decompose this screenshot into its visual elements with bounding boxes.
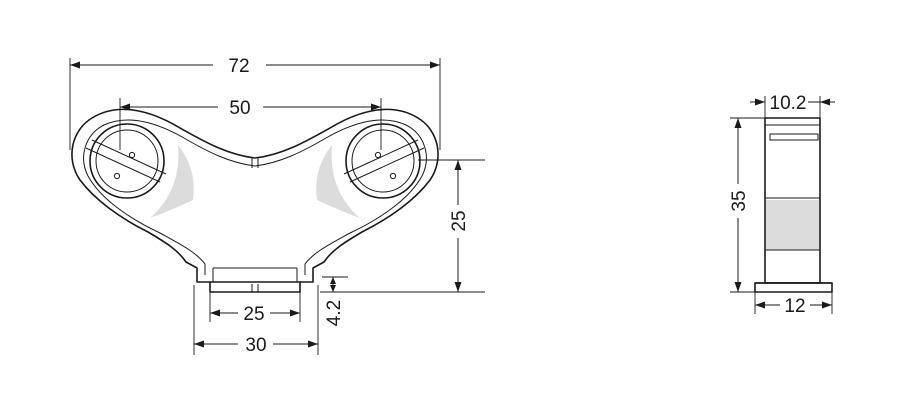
- dim-base-outer-width: 30: [193, 285, 319, 356]
- dim-base-inner-width: 25: [209, 292, 301, 325]
- arrowhead: [734, 118, 742, 128]
- side-view: 10.2 35 12: [729, 93, 835, 317]
- front-view: 72 50 25: [69, 56, 485, 356]
- arrowhead: [290, 309, 300, 317]
- arrowhead: [755, 98, 765, 106]
- dim-side-top: 10.2: [750, 93, 835, 118]
- holder-outline: [71, 108, 439, 283]
- arrowhead: [308, 340, 318, 348]
- dim-pin-spacing: 50: [119, 98, 382, 150]
- dim-text: 25: [243, 304, 264, 325]
- side-base-flange: [754, 282, 833, 293]
- right-socket-inner: [351, 129, 415, 193]
- arrowhead: [194, 340, 204, 348]
- right-pin-hole-lower: [389, 172, 397, 180]
- side-body-shading: [766, 200, 819, 250]
- dim-text: 72: [228, 56, 249, 77]
- left-body-shading: [150, 145, 194, 218]
- lampholder-body: [71, 108, 439, 293]
- dim-side-height: 35: [729, 117, 765, 293]
- arrowhead: [755, 301, 765, 309]
- arrowhead: [822, 301, 832, 309]
- arrowhead: [371, 103, 381, 111]
- holder-inner-outline: [83, 119, 427, 275]
- dim-text: 25: [449, 210, 470, 231]
- right-pin-hole-upper: [374, 151, 382, 159]
- base-detail: [212, 267, 298, 292]
- dim-text: 50: [229, 98, 250, 119]
- left-pin-hole-upper: [128, 151, 136, 159]
- right-socket-outer: [345, 123, 421, 199]
- dim-text: 4.2: [324, 300, 345, 326]
- arrowhead: [820, 98, 830, 106]
- dim-overall-width: 72: [69, 56, 441, 150]
- left-socket-outer: [89, 123, 165, 199]
- arrowhead: [454, 282, 462, 292]
- dim-text: 10.2: [770, 93, 807, 114]
- arrowhead: [734, 282, 742, 292]
- arrowhead: [70, 61, 80, 69]
- dim-text: 30: [245, 335, 266, 356]
- right-socket-slot: [343, 139, 425, 183]
- side-slot: [769, 133, 819, 141]
- arrowhead: [120, 103, 130, 111]
- left-socket-slot: [85, 139, 167, 183]
- dim-text: 12: [784, 296, 805, 317]
- dim-side-base: 12: [754, 292, 833, 317]
- dim-text: 35: [729, 190, 750, 211]
- centre-seam: [251, 158, 259, 168]
- side-body: [754, 117, 833, 293]
- arrowhead: [330, 285, 336, 292]
- arrowhead: [454, 160, 462, 170]
- arrowhead: [430, 61, 440, 69]
- left-socket-inner: [95, 129, 159, 193]
- left-pin-hole-lower: [113, 172, 121, 180]
- arrowhead: [330, 277, 336, 284]
- dim-lamp-height: 25: [320, 159, 485, 293]
- dim-base-height: 4.2: [322, 276, 348, 326]
- right-body-shading: [316, 145, 360, 218]
- base-mount: [209, 281, 301, 293]
- arrowhead: [210, 309, 220, 317]
